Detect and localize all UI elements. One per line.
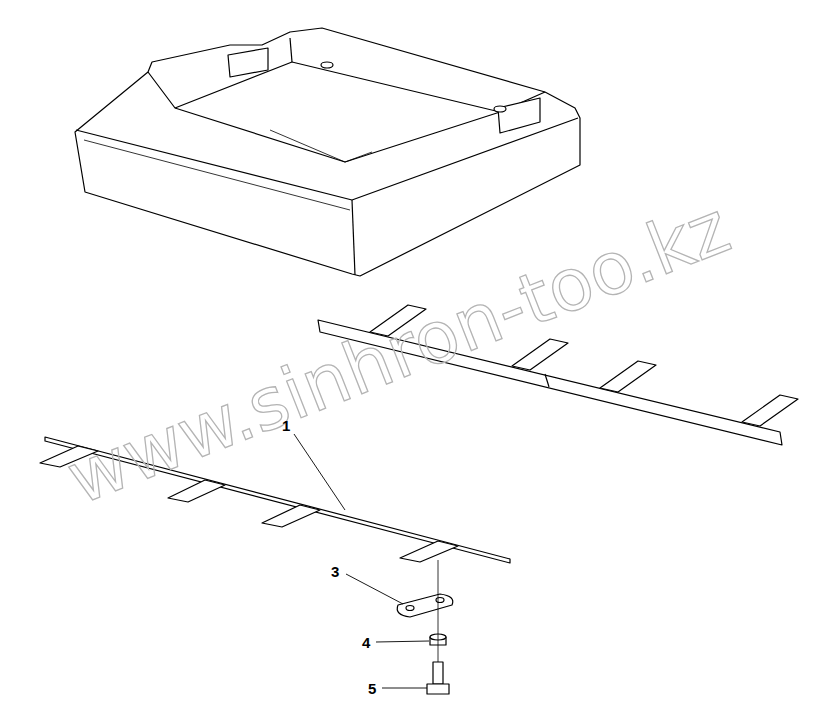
callout-number: 5 [368,681,376,696]
callout-number: 1 [282,418,290,433]
clamp-plate [397,594,453,617]
seat-outline [75,28,580,276]
callout-number: 3 [331,564,339,579]
bolt [433,662,443,684]
watermark: www.sinhron-too.kz [58,190,738,515]
callout-number: 4 [362,635,370,650]
